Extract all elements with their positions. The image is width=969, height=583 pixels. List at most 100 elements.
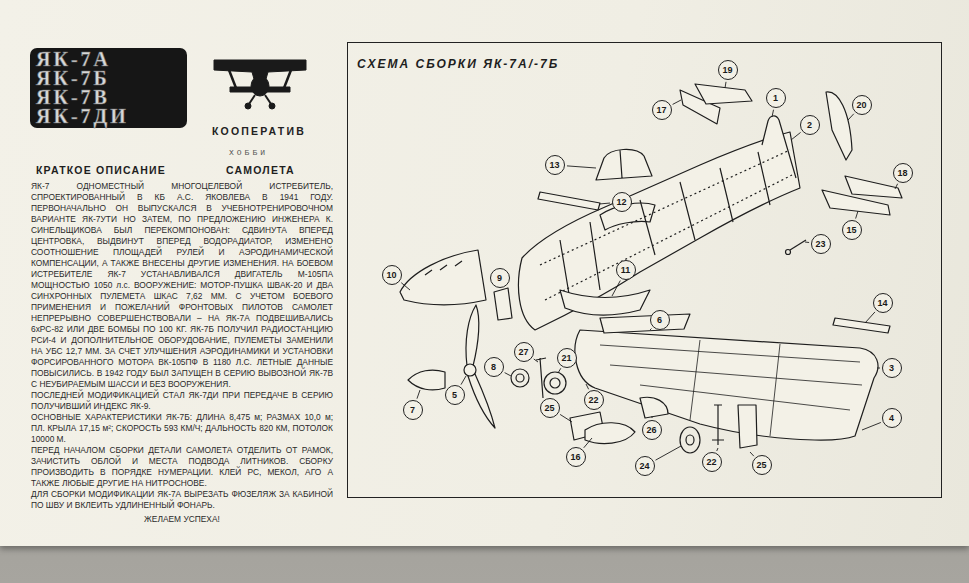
callout-text: 14 — [877, 298, 887, 308]
panel-line — [540, 150, 792, 300]
logo-fuselage — [251, 76, 269, 96]
callout-number: 19 — [718, 60, 738, 80]
leader-line — [534, 359, 538, 362]
wheel — [544, 372, 566, 394]
radiator — [560, 290, 650, 315]
description-text: ПЕРЕД НАЧАЛОМ СБОРКИ ДЕТАЛИ САМОЛЕТА ОТД… — [31, 445, 333, 489]
spinner — [408, 370, 445, 390]
gear-door — [738, 405, 757, 448]
closing-wish: ЖЕЛАЕМ УСПЕХА! — [31, 514, 333, 525]
leader-line — [417, 390, 420, 399]
leader-line — [805, 242, 809, 244]
callout-text: 20 — [856, 100, 866, 110]
leader-line — [895, 184, 898, 189]
leader-line — [567, 166, 596, 168]
leader-line — [772, 110, 774, 117]
leader-line — [856, 211, 858, 219]
callout-number: 10 — [382, 265, 402, 285]
leader-line — [584, 438, 592, 448]
strip-part — [833, 318, 890, 333]
callout-text: 8 — [491, 362, 496, 372]
callout-text: 18 — [897, 168, 907, 178]
callout-number: 23 — [811, 234, 831, 254]
model-variant: ЯК-7А — [36, 50, 181, 69]
description-text: ЯК-7 ОДНОМЕСТНЫЙ МНОГОЦЕЛЕВОЙ ИСТРЕБИТЕЛ… — [31, 181, 333, 390]
aircraft-parts — [400, 84, 902, 453]
callout-text: 22 — [706, 457, 716, 467]
leader-line — [848, 114, 854, 120]
wheel-hub — [550, 378, 560, 388]
logo-strut — [284, 70, 291, 88]
callout-text: 22 — [588, 395, 598, 405]
callout-number: 6 — [650, 310, 670, 330]
leader-line — [791, 132, 801, 140]
strip-part — [538, 192, 600, 210]
wheel-hub — [516, 374, 524, 382]
callout-text: 3 — [889, 363, 894, 373]
wheel — [511, 369, 529, 387]
callout-text: 26 — [646, 425, 656, 435]
leader-line — [505, 373, 511, 376]
propeller-hub — [464, 364, 476, 376]
callout-number: 27 — [514, 342, 534, 362]
leader-line — [650, 328, 652, 330]
callout-number: 3 — [882, 358, 902, 378]
callout-number: 20 — [852, 95, 872, 115]
model-variant: ЯК-7В — [36, 88, 181, 107]
callout-number: 12 — [612, 192, 632, 212]
leader-line — [501, 289, 502, 290]
rudder — [826, 92, 852, 160]
callout-text: 9 — [497, 273, 502, 283]
leader-line — [877, 368, 880, 369]
callout-text: 5 — [452, 390, 457, 400]
cooperative-logo — [214, 60, 306, 109]
model-variant: ЯК-7Б — [36, 69, 181, 88]
callout-number: 18 — [893, 163, 913, 183]
callout-number: 22 — [584, 390, 604, 410]
callout-number: 4 — [882, 408, 902, 428]
leader-line — [558, 368, 561, 373]
callout-number: 14 — [873, 293, 893, 313]
wing-fillet — [600, 314, 690, 333]
callout-number: 13 — [545, 155, 565, 175]
callout-text: 25 — [544, 403, 554, 413]
leader-line — [717, 448, 718, 451]
leader-line — [599, 203, 610, 205]
leader-line — [461, 376, 466, 385]
elevator — [845, 176, 902, 198]
fairing — [640, 397, 668, 418]
leader-line — [652, 416, 653, 418]
gear-leg — [536, 358, 546, 398]
callout-text: 16 — [570, 452, 580, 462]
description-column: ЯК-7 ОДНОМЕСТНЫЙ МНОГОЦЕЛЕВОЙ ИСТРЕБИТЕЛ… — [31, 181, 333, 525]
callout-text: 24 — [639, 461, 649, 471]
leader-line — [612, 281, 620, 296]
logo-wheel — [269, 103, 275, 109]
callout-number: 16 — [566, 447, 586, 467]
wheel-well — [585, 423, 635, 444]
antenna-mast — [790, 240, 806, 250]
engine-cowl — [400, 250, 486, 305]
description-text: ПОСЛЕДНЕЙ МОДИФИКАЦИЕЙ СТАЛ ЯК-7ДИ ПРИ П… — [31, 390, 333, 412]
section-heading: САМОЛЕТА — [226, 164, 295, 176]
propeller-blade — [466, 305, 479, 366]
callout-text: 4 — [889, 413, 894, 423]
panel-line — [560, 152, 770, 300]
callout-number: 8 — [484, 357, 504, 377]
gear-leg — [712, 405, 724, 445]
callout-text: 17 — [656, 105, 666, 115]
callout-text: 21 — [561, 353, 571, 363]
stamp-text: ХОББИ — [229, 148, 268, 157]
engine-part — [494, 288, 512, 320]
antenna-base — [786, 250, 791, 255]
leader-lines — [401, 82, 897, 460]
callout-number: 5 — [445, 385, 465, 405]
wing-hatch — [600, 340, 862, 436]
leader-line — [655, 446, 681, 460]
callout-number: 26 — [642, 420, 662, 440]
leader-line — [401, 283, 410, 290]
callout-number: 24 — [635, 456, 655, 476]
callout-text: 23 — [815, 239, 825, 249]
leader-line — [862, 422, 881, 430]
callout-number: 25 — [540, 398, 560, 418]
